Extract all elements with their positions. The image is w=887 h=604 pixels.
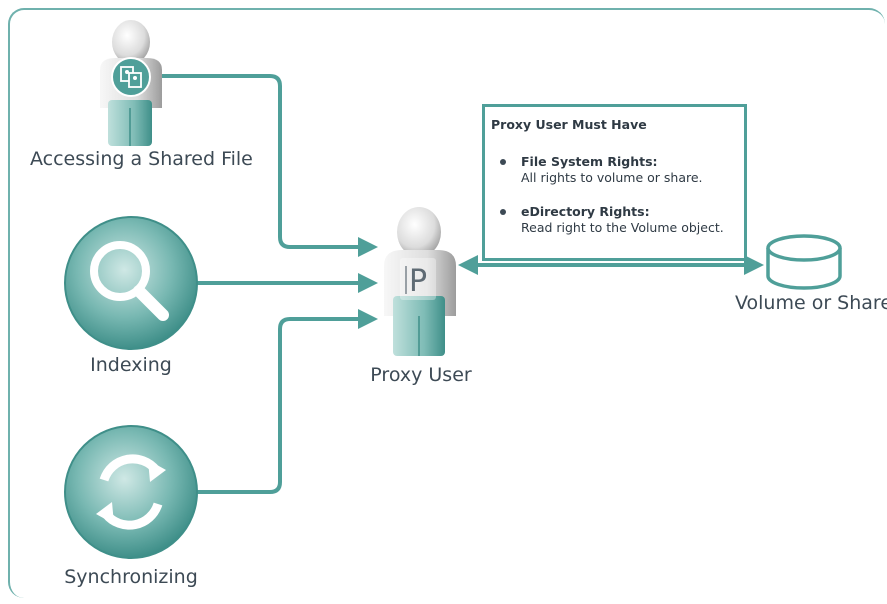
volume-icon <box>766 234 842 290</box>
proxy-user-icon: P <box>384 207 456 356</box>
indexing-label: Indexing <box>90 354 172 376</box>
requirement-heading: eDirectory Rights: <box>521 204 650 219</box>
accessing-shared-file-label: Accessing a Shared File <box>30 148 253 170</box>
requirements-title: Proxy User Must Have <box>491 117 647 132</box>
diagram-frame <box>8 8 885 598</box>
requirement-item: File System Rights: All rights to volume… <box>491 154 738 186</box>
requirement-heading: File System Rights: <box>521 154 658 169</box>
indexing-icon <box>64 216 198 350</box>
bullet-icon <box>500 209 506 215</box>
connector-accessing-to-proxy <box>152 74 378 257</box>
synchronizing-icon <box>64 425 198 559</box>
connector-synchronizing-to-proxy <box>197 309 378 494</box>
shared-file-user-icon <box>100 20 162 146</box>
proxy-user-label: Proxy User <box>370 364 472 386</box>
synchronizing-label: Synchronizing <box>64 566 198 588</box>
proxy-requirements-box: Proxy User Must Have File System Rights:… <box>482 104 747 261</box>
bullet-icon <box>500 159 506 165</box>
requirement-text: All rights to volume or share. <box>521 170 703 185</box>
volume-or-share-label: Volume or Share <box>735 292 887 314</box>
proxy-badge-letter: P <box>409 264 427 299</box>
requirement-text: Read right to the Volume object. <box>521 220 724 235</box>
requirement-item: eDirectory Rights: Read right to the Vol… <box>491 204 738 236</box>
